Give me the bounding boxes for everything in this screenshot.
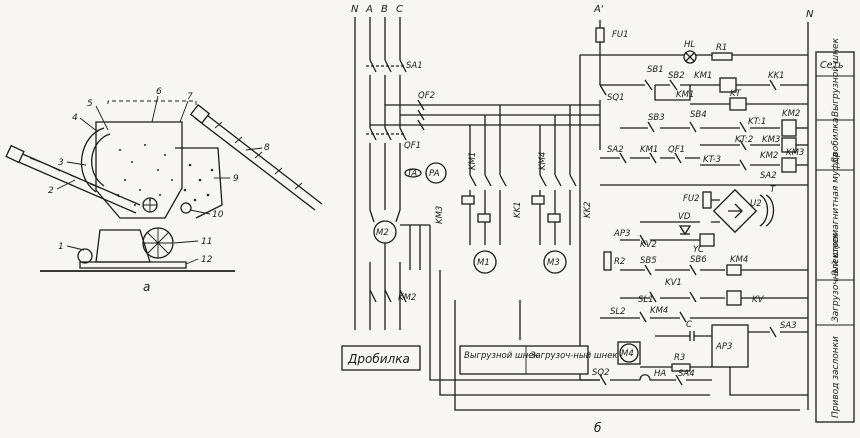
label-sb1: SB1 bbox=[647, 65, 664, 75]
callout-8: 8 bbox=[264, 143, 270, 153]
label-kv2: KV2 bbox=[640, 240, 657, 250]
bus-label-a: A bbox=[365, 4, 373, 15]
label-kv1: KV1 bbox=[665, 278, 682, 288]
label-t: T bbox=[770, 185, 776, 195]
label-sa1: SA1 bbox=[406, 61, 423, 71]
control-circuit bbox=[579, 20, 809, 410]
callout-10: 10 bbox=[212, 210, 224, 220]
callout-3: 3 bbox=[58, 158, 64, 168]
label-m2: M2 bbox=[376, 228, 389, 238]
label-sb6: SB6 bbox=[690, 255, 707, 265]
callout-9: 9 bbox=[233, 174, 239, 184]
label-hl: HL bbox=[684, 40, 695, 50]
label-u2: U2 bbox=[750, 199, 762, 209]
caption-crusher: Дробилка bbox=[347, 352, 410, 366]
label-kk1: KK1 bbox=[513, 201, 523, 218]
callout-7: 7 bbox=[187, 92, 193, 102]
label-sb5: SB5 bbox=[640, 256, 657, 266]
label-kk1-contact: KK1 bbox=[768, 71, 785, 81]
label-m4: M4 bbox=[621, 349, 634, 359]
label-sb2: SB2 bbox=[668, 71, 685, 81]
caption-load-auger: Загрузоч-ный шнек bbox=[530, 351, 618, 361]
callout-12: 12 bbox=[201, 255, 213, 265]
label-m1: M1 bbox=[477, 258, 490, 268]
callout-6: 6 bbox=[156, 87, 162, 97]
bus-label-c: C bbox=[396, 4, 403, 15]
section-legend: Сеть Выгрузной шнек Дробилка Электромагн… bbox=[815, 37, 855, 423]
label-r2: R2 bbox=[614, 257, 625, 267]
circuit-schematic: N A B C A' N bbox=[341, 4, 855, 435]
motor-m1 bbox=[473, 250, 497, 274]
section-unload-auger: Выгрузной шнек bbox=[831, 37, 841, 117]
label-r1: R1 bbox=[716, 43, 727, 53]
label-fu1: FU1 bbox=[612, 30, 629, 40]
label-sa2-b: SA2 bbox=[760, 171, 777, 181]
label-km2-main: KM2 bbox=[398, 293, 416, 303]
power-buses bbox=[354, 17, 600, 330]
bus-label-a-prime: A' bbox=[593, 4, 604, 15]
label-sl1: SL1 bbox=[638, 295, 654, 305]
label-km2-contact: KM2 bbox=[782, 109, 800, 119]
label-km3-contact: KM3 bbox=[762, 135, 780, 145]
subcaption-b: б bbox=[594, 421, 602, 435]
subcaption-a: а bbox=[143, 280, 150, 294]
label-sa2: SA2 bbox=[607, 145, 624, 155]
label-qf2: QF2 bbox=[418, 91, 435, 101]
label-km1-power: KM1 bbox=[640, 145, 658, 155]
label-sa3: SA3 bbox=[780, 321, 797, 331]
section-gate-drive: Привод заслонки bbox=[831, 336, 841, 418]
label-km3-coil: KM3 bbox=[786, 148, 804, 158]
label-c: C bbox=[686, 320, 692, 330]
label-ap3: AP3 bbox=[613, 229, 630, 239]
callout-2: 2 bbox=[48, 186, 54, 196]
label-kv: KV bbox=[752, 295, 765, 305]
label-ap3-box: AP3 bbox=[715, 342, 732, 352]
label-km4-contact: KM4 bbox=[730, 255, 748, 265]
label-km1-coil: KM1 bbox=[676, 90, 694, 100]
bus-label-b: B bbox=[381, 4, 388, 15]
label-sl2: SL2 bbox=[610, 307, 626, 317]
section-em-clutch: Электромагнитная муфта bbox=[831, 152, 841, 277]
label-km4-top: KM4 bbox=[538, 152, 548, 170]
callout-5: 5 bbox=[87, 99, 93, 109]
label-ta: TA bbox=[407, 169, 417, 179]
label-qf1-control: QF1 bbox=[668, 145, 685, 155]
label-qf1: QF1 bbox=[404, 141, 421, 151]
caption-unload-auger: Выгрузной шнек bbox=[464, 351, 540, 361]
label-ha: HA bbox=[654, 369, 666, 379]
label-sq1: SQ1 bbox=[607, 93, 625, 103]
label-sa4: SA4 bbox=[678, 369, 695, 379]
section-net: Сеть bbox=[820, 60, 844, 71]
label-kt3: KT-3 bbox=[703, 155, 721, 165]
callout-1: 1 bbox=[58, 242, 64, 252]
bus-label-n: N bbox=[351, 4, 359, 15]
label-sq2: SQ2 bbox=[592, 368, 610, 378]
label-yc: YC bbox=[693, 245, 704, 255]
label-fu2: FU2 bbox=[683, 194, 700, 204]
label-kt: KT bbox=[730, 89, 742, 99]
label-km3: KM3 bbox=[435, 206, 445, 224]
label-km1-contact: KM1 bbox=[694, 71, 712, 81]
bus-label-n-right: N bbox=[806, 9, 814, 20]
label-kk2: KK2 bbox=[583, 201, 593, 218]
label-sb4: SB4 bbox=[690, 110, 707, 120]
callout-11: 11 bbox=[201, 237, 212, 247]
label-km1-top: KM1 bbox=[468, 152, 478, 170]
label-sb3: SB3 bbox=[648, 113, 665, 123]
label-pa: PA bbox=[429, 169, 440, 179]
label-km2-coil: KM2 bbox=[760, 151, 778, 161]
label-km4-b: KM4 bbox=[650, 306, 668, 316]
section-crusher: Дробилка bbox=[831, 118, 841, 165]
section-load-auger: Загрузочный шнек bbox=[831, 232, 841, 322]
label-kt2: KT:2 bbox=[735, 135, 753, 145]
callout-4: 4 bbox=[72, 113, 78, 123]
label-m3: M3 bbox=[547, 258, 560, 268]
label-vd: VD bbox=[678, 212, 691, 222]
label-kt1: KT:1 bbox=[748, 117, 766, 127]
label-r3: R3 bbox=[674, 353, 685, 363]
crusher-sketch: 5 4 3 2 1 6 7 8 9 10 11 12 а bbox=[5, 87, 323, 294]
motor-m3 bbox=[543, 250, 567, 274]
